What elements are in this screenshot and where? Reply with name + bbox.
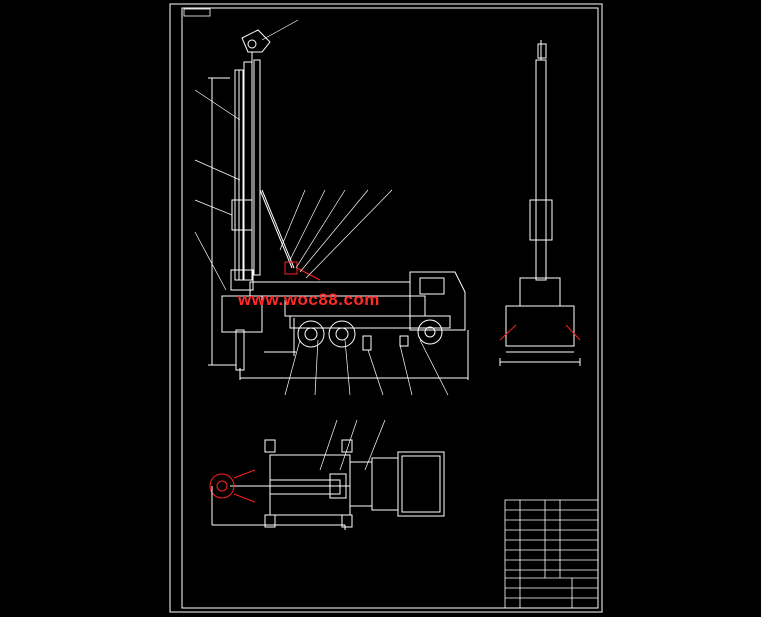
side-elevation-view: [194, 19, 469, 396]
front-elevation-view: [499, 40, 581, 366]
plan-view: [209, 419, 445, 530]
title-block: [504, 499, 599, 609]
watermark-text: www.woc88.com: [238, 290, 380, 309]
drawing-frame: [169, 3, 603, 613]
